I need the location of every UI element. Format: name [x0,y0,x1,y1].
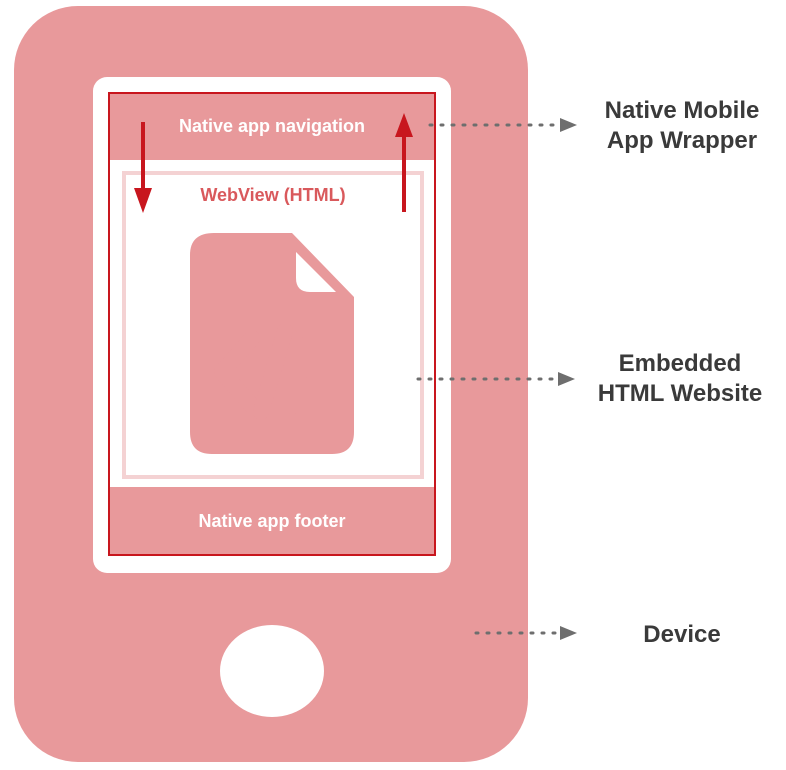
native-app-navigation: Native app navigation [108,92,436,160]
device-connector [474,626,577,640]
webview-frame [122,171,424,479]
home-button [220,625,324,717]
webview-label: WebView (HTML) [200,185,346,205]
website-connector [416,372,575,386]
code-file-icon [190,233,354,454]
wrapper-label-line2: App Wrapper [606,127,758,154]
wrapper-connector [428,118,577,132]
embedded-html-website-label: Embedded HTML Website [580,349,780,409]
down-arrow-icon [134,122,152,213]
native-wrapper-outline [108,92,436,556]
native-mobile-app-wrapper-label: Native Mobile App Wrapper [580,96,784,156]
device-label: Device [600,620,764,650]
device-label-line1: Device [643,621,721,648]
website-label-line1: Embedded [618,350,742,377]
wrapper-label-line1: Native Mobile [604,97,760,124]
native-app-footer: Native app footer [108,487,436,555]
native-app-footer-label: Native app footer [198,510,346,531]
up-arrow-icon [395,113,413,212]
native-app-navigation-label: Native app navigation [178,115,366,136]
website-label-line2: HTML Website [597,380,763,407]
